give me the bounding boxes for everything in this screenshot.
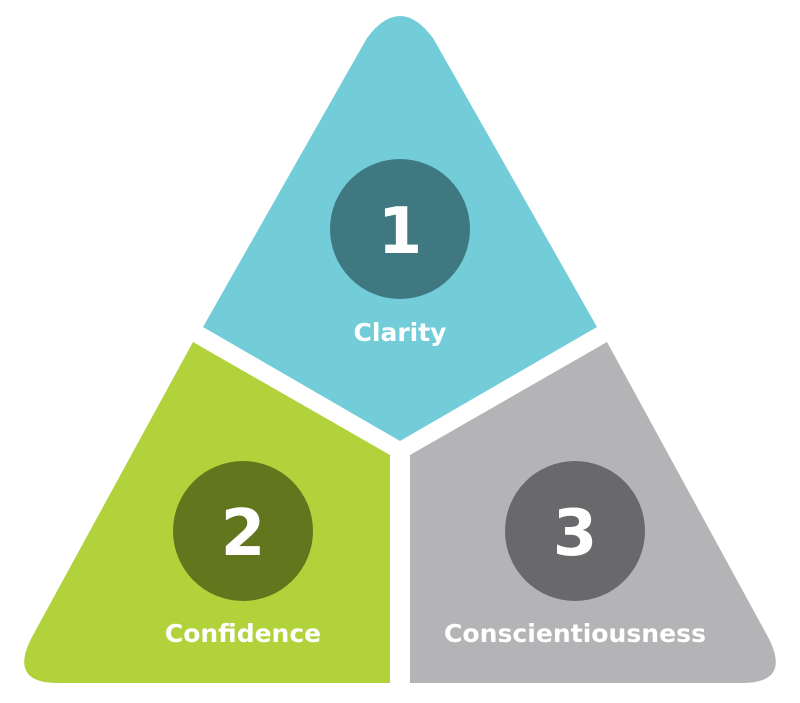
conscientiousness-label: Conscientiousness [444, 619, 706, 648]
confidence-label: Confidence [165, 619, 321, 648]
confidence-number: 2 [221, 497, 266, 571]
confidence-number-circle [173, 461, 313, 601]
clarity-number-circle [330, 159, 470, 299]
conscientiousness-number: 3 [553, 497, 598, 571]
clarity-label: Clarity [354, 318, 447, 347]
clarity-number: 1 [378, 195, 423, 269]
conscientiousness-number-circle [505, 461, 645, 601]
